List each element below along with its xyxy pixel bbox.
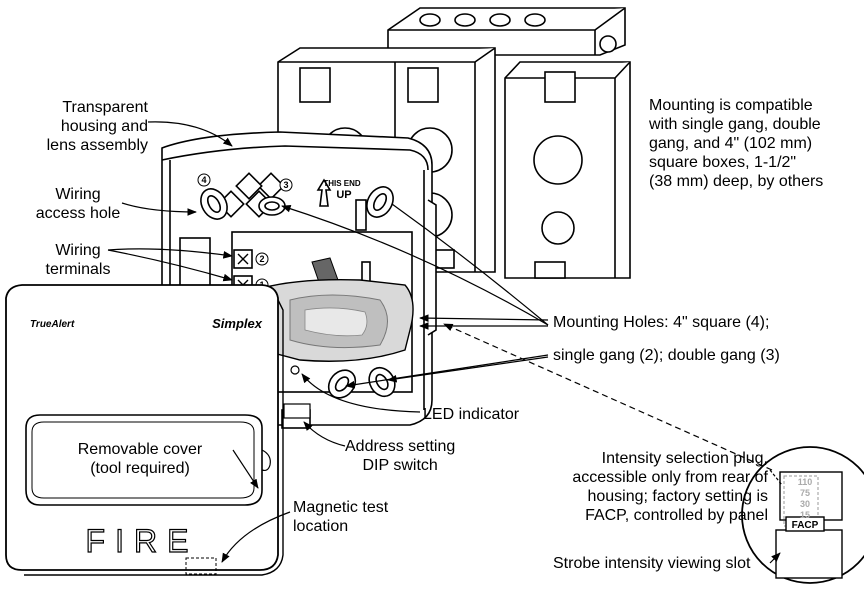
single-gang-box [504,61,631,279]
intensity-facp: FACP [792,520,819,531]
intensity-30: 30 [800,499,810,509]
brand-truealert: TrueAlert [30,319,75,330]
leader-lines [107,121,781,564]
label-mounting-holes-2: single gang (2); double gang (3) [553,347,780,364]
label-intensity: Intensity selection plug,accessible only… [572,450,768,524]
up-label: UP [336,189,351,201]
terminal-number-2: 2 [259,254,264,264]
intensity-110: 110 [798,477,813,487]
dashed-leader-inset [769,469,783,486]
intensity-15: 15 [800,510,810,520]
hole-number-4: 4 [201,175,206,185]
fire-text: FIRE [86,523,199,559]
brand-simplex: Simplex [212,316,263,331]
strobe-lens [261,278,414,362]
square-electrical-box [387,7,626,56]
intensity-75: 75 [800,488,810,498]
label-cover: Removable cover(tool required) [77,441,203,477]
led-indicator [290,365,300,375]
dip-switch [283,403,311,419]
label-mounting-holes: Mounting Holes: 4" square (4); [553,314,770,331]
hole-number-3: 3 [283,180,288,190]
front-cover [5,284,284,576]
label-viewing-slot: Strobe intensity viewing slot [553,555,751,572]
this-end-label: THIS END [323,179,361,188]
inset-detail [741,446,864,584]
label-led: LED indicator [423,406,520,423]
